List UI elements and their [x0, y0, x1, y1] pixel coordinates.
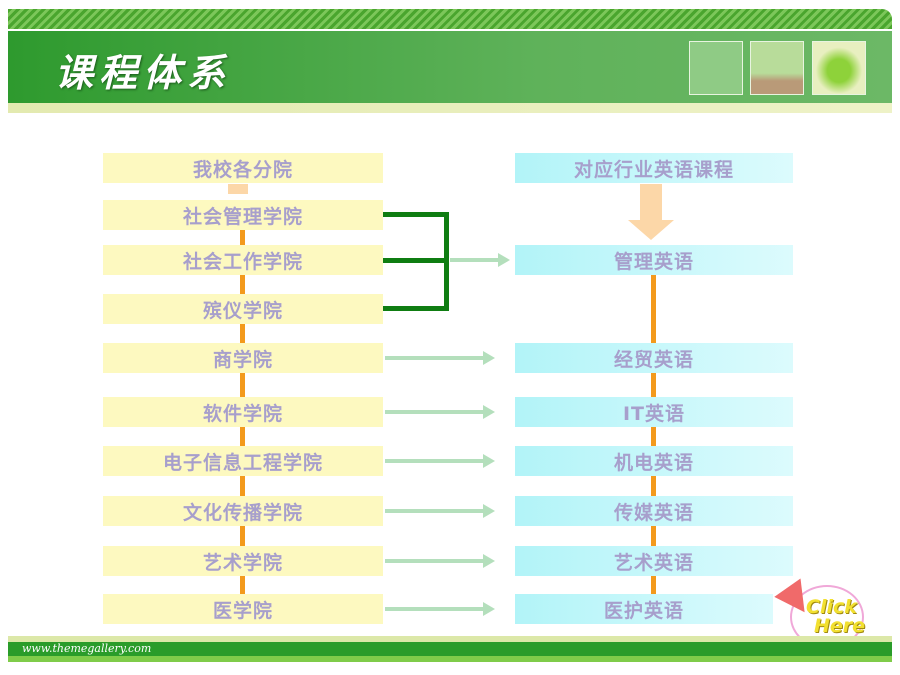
footer-band	[8, 656, 892, 662]
college-box: 社会管理学院	[103, 200, 383, 230]
right-connector-line	[651, 275, 656, 600]
course-box: 机电英语	[515, 446, 793, 476]
header-banner	[8, 31, 892, 103]
bracket-line	[383, 306, 449, 311]
arrow	[450, 253, 510, 267]
left-header: 我校各分院	[103, 153, 383, 183]
college-box: 殡仪学院	[103, 294, 383, 324]
sprout-image	[750, 41, 804, 95]
page-title: 课程体系	[55, 50, 232, 95]
down-arrow-head	[628, 220, 674, 240]
course-box: 艺术英语	[515, 546, 793, 576]
arrow	[385, 602, 495, 616]
header-underline	[8, 103, 892, 113]
course-box: 经贸英语	[515, 343, 793, 373]
college-box: 商学院	[103, 343, 383, 373]
arrow	[385, 351, 495, 365]
down-arrow-icon	[640, 184, 662, 222]
college-box: 软件学院	[103, 397, 383, 427]
college-box: 医学院	[103, 594, 383, 624]
bracket-line	[444, 212, 449, 311]
arrow	[385, 454, 495, 468]
bracket-line	[383, 212, 449, 217]
footer-band	[8, 642, 892, 656]
arrow	[385, 405, 495, 419]
college-box: 艺术学院	[103, 546, 383, 576]
right-header: 对应行业英语课程	[515, 153, 793, 183]
leaf-image	[812, 41, 866, 95]
course-box: 管理英语	[515, 245, 793, 275]
thumbnail-blank	[689, 41, 743, 95]
here-text: Here	[814, 615, 866, 637]
footer-band	[8, 636, 892, 642]
down-arrow-small	[228, 184, 248, 194]
college-box: 社会工作学院	[103, 245, 383, 275]
course-box: IT英语	[515, 397, 793, 427]
arrow	[385, 554, 495, 568]
click-text: Click	[806, 596, 857, 618]
course-box: 传媒英语	[515, 496, 793, 526]
arrow	[385, 504, 495, 518]
college-box: 文化传播学院	[103, 496, 383, 526]
bracket-line	[383, 258, 449, 263]
course-box: 医护英语	[515, 594, 773, 624]
footer-url: www.themegallery.com	[22, 642, 152, 655]
header-stripe	[8, 9, 892, 29]
college-box: 电子信息工程学院	[103, 446, 383, 476]
